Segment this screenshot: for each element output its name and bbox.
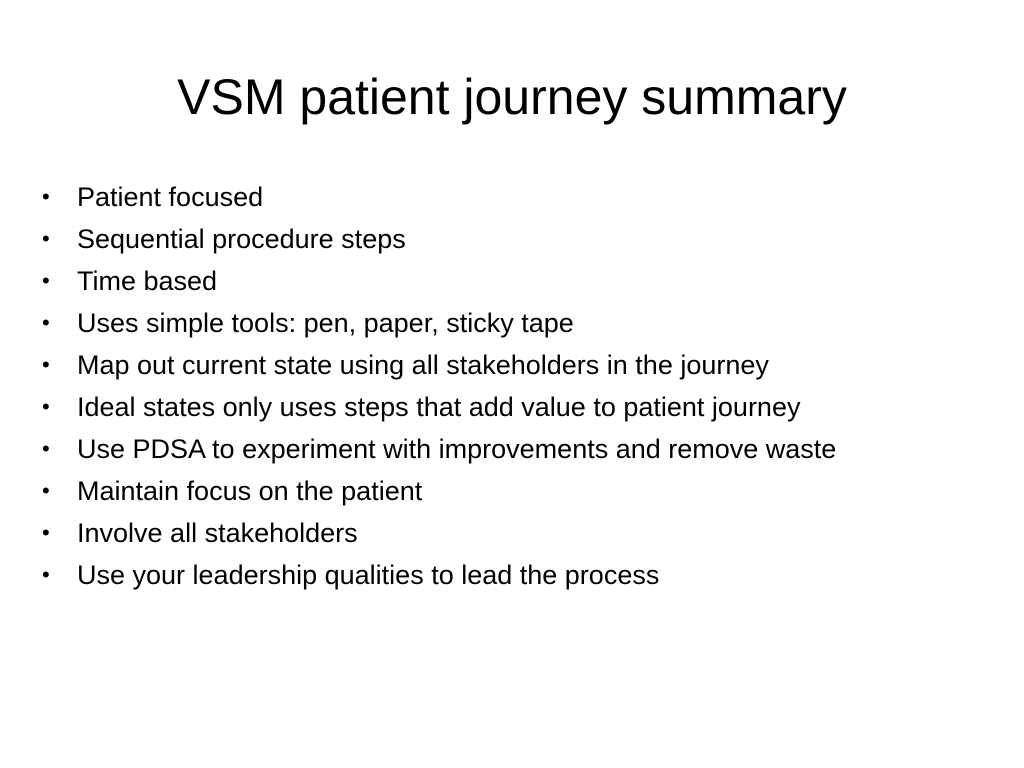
list-item: • Patient focused [40, 180, 920, 214]
list-item: • Ideal states only uses steps that add v… [40, 390, 920, 424]
bullet-icon: • [42, 184, 50, 209]
bullet-text: Maintain focus on the patient [77, 476, 423, 506]
slide-title: VSM patient journey summary [177, 69, 847, 125]
bullet-icon: • [42, 394, 50, 419]
bullet-text: Patient focused [77, 182, 264, 212]
list-item: • Use PDSA to experiment with improvement… [40, 432, 920, 466]
bullet-icon: • [42, 436, 50, 461]
bullet-icon: • [42, 562, 50, 587]
bullet-text: Sequential procedure steps [77, 224, 406, 254]
bullet-text: Involve all stakeholders [77, 518, 358, 548]
list-item: • Map out current state using all stakeho… [40, 348, 920, 382]
bullet-list: • Patient focused • Sequential procedure s… [40, 180, 920, 600]
list-item: • Involve all stakeholders [40, 516, 920, 550]
bullet-text: Use PDSA to experiment with improvements… [77, 434, 837, 464]
list-item: • Sequential procedure steps [40, 222, 920, 256]
bullet-icon: • [42, 478, 50, 503]
list-item: • Uses simple tools: pen, paper, sticky t… [40, 306, 920, 340]
bullet-icon: • [42, 268, 50, 293]
bullet-text: Time based [77, 266, 218, 296]
bullet-text: Use your leadership qualities to lead th… [77, 560, 660, 590]
bullet-icon: • [42, 226, 50, 251]
list-item: • Use your leadership qualities to lead t… [40, 558, 920, 592]
list-item: • Time based [40, 264, 920, 298]
bullet-icon: • [42, 310, 50, 335]
list-item: • Maintain focus on the patient [40, 474, 920, 508]
bullet-icon: • [42, 520, 50, 545]
bullet-text: Map out current state using all stakehol… [77, 350, 769, 380]
bullet-text: Ideal states only uses steps that add va… [77, 392, 801, 422]
bullet-text: Uses simple tools: pen, paper, sticky ta… [77, 308, 574, 338]
bullet-icon: • [42, 352, 50, 377]
